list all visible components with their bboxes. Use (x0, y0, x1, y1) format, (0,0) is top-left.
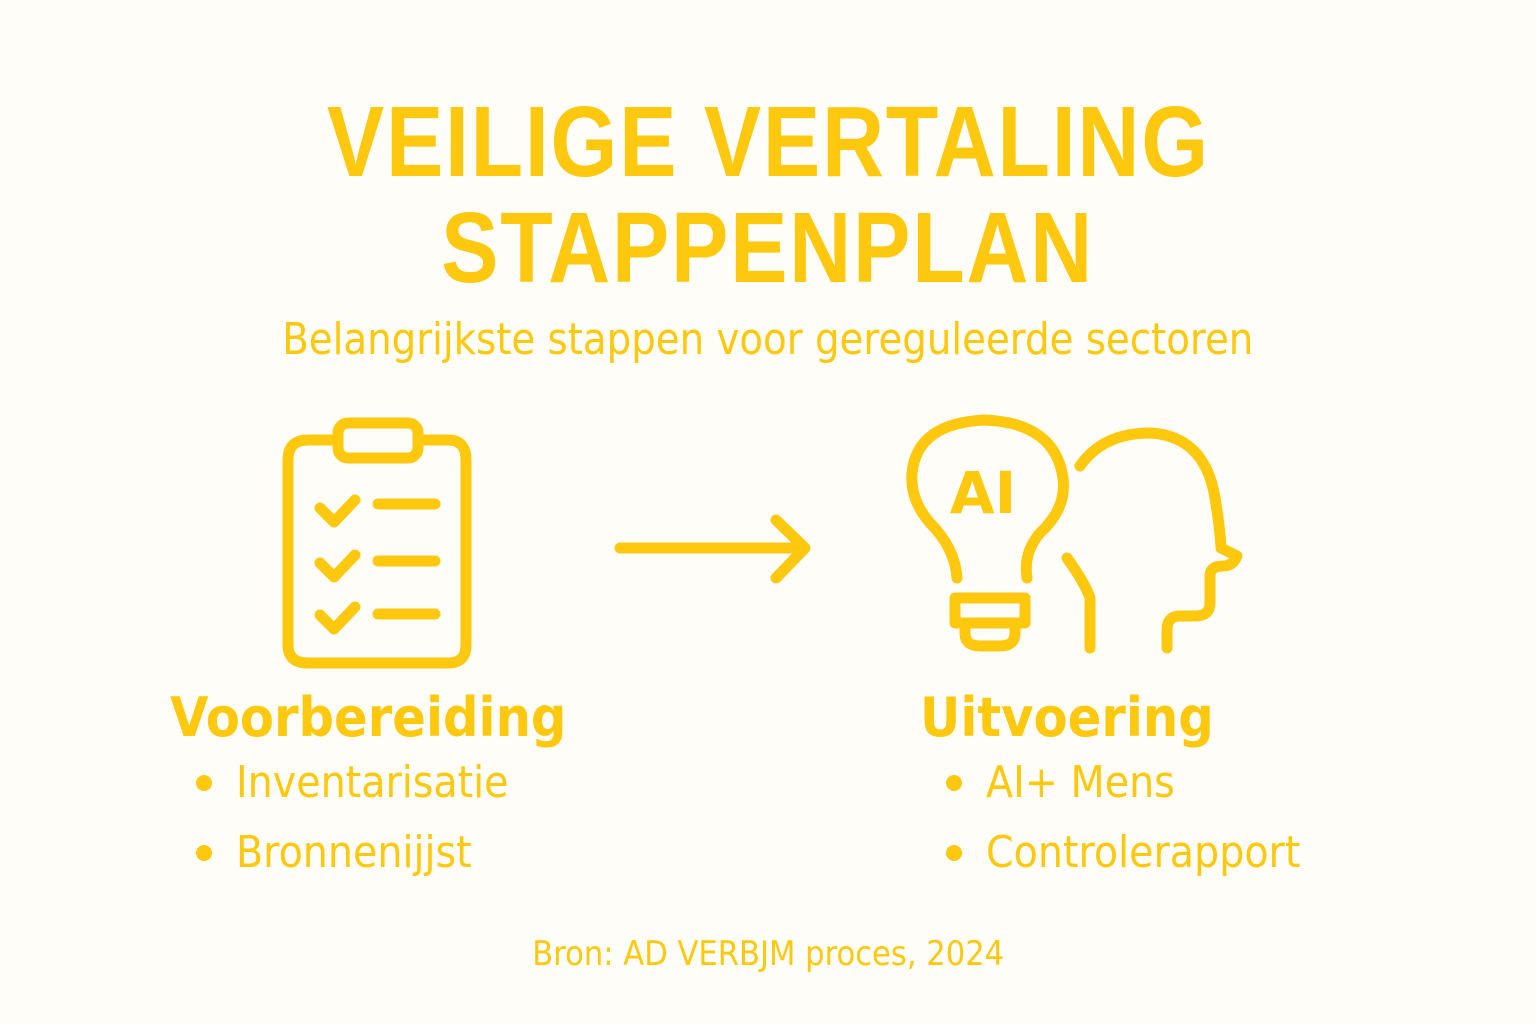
step-items: AI+ Mens Controlerapport (920, 748, 1400, 888)
bullet-icon (946, 775, 962, 791)
step-title: Uitvoering (920, 686, 1214, 749)
source-note: Bron: AD VERBJM proces, 2024 (532, 934, 1004, 974)
list-item: Inventarisatie (170, 748, 650, 818)
clipboard-checklist-icon (282, 417, 472, 669)
ai-lightbulb-human-head-icon (906, 414, 1243, 654)
step-uitvoering: Uitvoering AI+ Mens Controlerapport (920, 688, 1400, 888)
list-item: Bronnenijjst (170, 818, 650, 888)
subtitle: Belangrijkste stappen voor gereguleerde … (282, 314, 1254, 365)
title-line-1: VEILIGE VERTALING (326, 86, 1210, 198)
list-item: Controlerapport (920, 818, 1400, 888)
bullet-icon (946, 845, 962, 861)
ai-label: AI (949, 459, 1017, 527)
list-item: AI+ Mens (920, 748, 1400, 818)
title-line-2: STAPPENPLAN (441, 192, 1095, 304)
bullet-icon (196, 775, 212, 791)
step-title: Voorbereiding (170, 686, 567, 749)
arrow-right-icon (614, 514, 811, 584)
step-voorbereiding: Voorbereiding Inventarisatie Bronnenijjs… (170, 688, 650, 888)
bullet-icon (196, 845, 212, 861)
step-items: Inventarisatie Bronnenijjst (170, 748, 650, 888)
